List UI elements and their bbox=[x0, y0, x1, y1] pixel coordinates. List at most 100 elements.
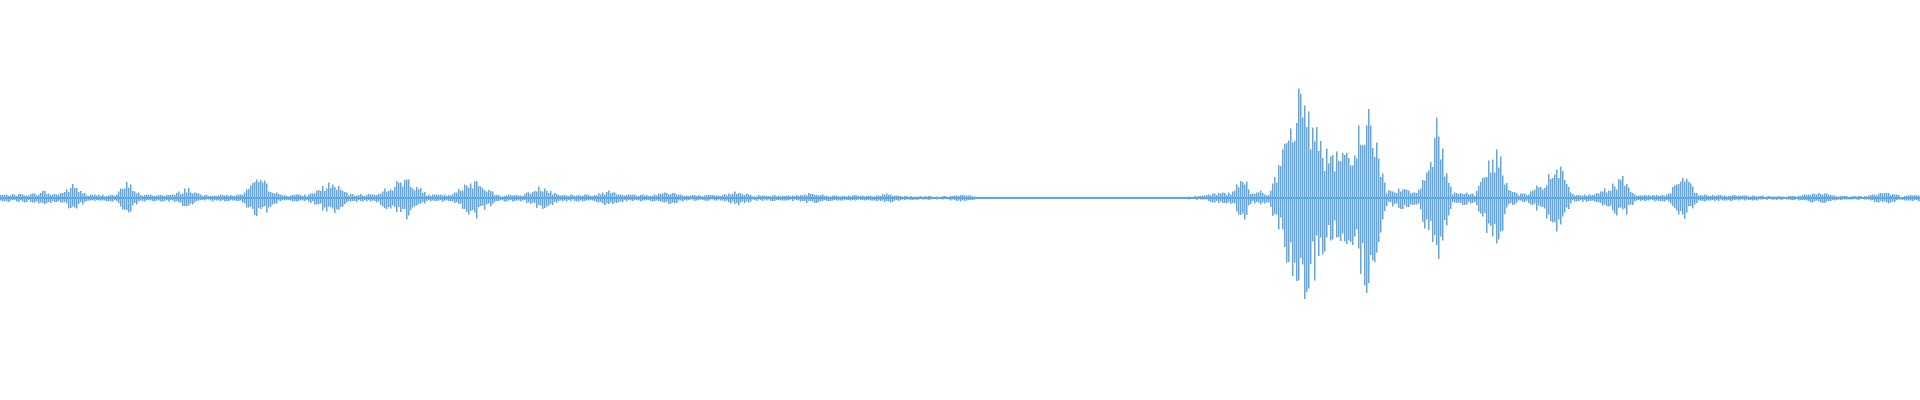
waveform-bar bbox=[488, 190, 490, 204]
waveform-bar bbox=[658, 193, 660, 202]
waveform-bar bbox=[836, 195, 838, 201]
waveform-bar bbox=[210, 196, 212, 201]
waveform-bar bbox=[1314, 141, 1316, 281]
waveform-bar bbox=[518, 195, 520, 201]
waveform-bar bbox=[1826, 193, 1828, 202]
waveform-bar bbox=[1256, 192, 1258, 203]
waveform-bar bbox=[1456, 192, 1458, 203]
waveform-bar bbox=[1868, 195, 1870, 200]
waveform-bar bbox=[120, 188, 122, 207]
waveform-bar bbox=[264, 180, 266, 207]
waveform-bar bbox=[98, 194, 100, 201]
waveform-bar bbox=[1766, 196, 1768, 201]
waveform-bar bbox=[302, 196, 304, 201]
waveform-bar bbox=[1292, 142, 1294, 277]
waveform-bar bbox=[546, 190, 548, 207]
waveform-bar bbox=[1412, 192, 1414, 206]
waveform-bar bbox=[444, 194, 446, 201]
waveform-bar bbox=[304, 194, 306, 201]
waveform-bar bbox=[1348, 158, 1350, 241]
waveform-bar bbox=[412, 188, 414, 208]
waveform-bar bbox=[892, 195, 894, 203]
waveform-bar bbox=[738, 193, 740, 206]
waveform-bar bbox=[928, 196, 930, 200]
waveform-bar bbox=[844, 196, 846, 200]
waveform-bar bbox=[1882, 193, 1884, 203]
waveform-bar bbox=[1248, 189, 1250, 206]
waveform-bar bbox=[318, 189, 320, 205]
waveform-bar bbox=[856, 195, 858, 201]
waveform-bar bbox=[148, 194, 150, 200]
waveform-bar bbox=[244, 192, 246, 204]
waveform-bar bbox=[564, 194, 566, 201]
waveform-bar bbox=[1580, 195, 1582, 201]
waveform-bar bbox=[1480, 182, 1482, 214]
waveform-bar bbox=[106, 196, 108, 202]
waveform-bar bbox=[1384, 182, 1386, 212]
waveform-bar bbox=[706, 195, 708, 201]
waveform-bar bbox=[104, 196, 106, 201]
waveform-bar bbox=[1084, 197, 1086, 199]
waveform-bar bbox=[906, 196, 908, 200]
waveform-bar bbox=[1850, 196, 1852, 200]
waveform-bar bbox=[784, 195, 786, 201]
waveform-bar bbox=[814, 195, 816, 204]
waveform-bar bbox=[790, 196, 792, 200]
waveform-bar bbox=[502, 196, 504, 201]
waveform-bar bbox=[180, 193, 182, 203]
waveform-bar bbox=[1470, 193, 1472, 204]
waveform-bar bbox=[214, 195, 216, 200]
waveform-bar bbox=[676, 194, 678, 203]
waveform-bar bbox=[1296, 123, 1298, 281]
waveform-bar bbox=[1824, 193, 1826, 204]
waveform-bar bbox=[816, 194, 818, 204]
waveform-bar bbox=[1226, 194, 1228, 204]
waveform-bar bbox=[1586, 196, 1588, 202]
waveform-bar bbox=[220, 194, 222, 202]
waveform-bar bbox=[160, 195, 162, 202]
waveform-bar bbox=[8, 196, 10, 202]
waveform-bar bbox=[356, 195, 358, 202]
waveform-bar bbox=[1112, 197, 1114, 199]
waveform-bar bbox=[612, 192, 614, 205]
waveform-bar bbox=[690, 195, 692, 200]
waveform-bar bbox=[306, 196, 308, 201]
waveform-bar bbox=[1066, 197, 1068, 199]
waveform-bar bbox=[1720, 195, 1722, 200]
waveform-bar bbox=[524, 194, 526, 201]
waveform-bar bbox=[1246, 181, 1248, 216]
waveform-bar bbox=[1180, 197, 1182, 199]
waveform-bar bbox=[1538, 187, 1540, 206]
waveform-bar bbox=[1402, 189, 1404, 210]
waveform-bar bbox=[724, 193, 726, 202]
waveform-bar bbox=[1518, 195, 1520, 201]
waveform-bar bbox=[340, 189, 342, 207]
waveform-bar bbox=[1294, 140, 1296, 263]
waveform-bar bbox=[1694, 192, 1696, 205]
waveform-bar bbox=[828, 196, 830, 201]
waveform-bar bbox=[42, 190, 44, 204]
waveform-bar bbox=[1198, 195, 1200, 200]
waveform-bar bbox=[122, 189, 124, 210]
waveform-bar bbox=[500, 196, 502, 200]
waveform-bar bbox=[1418, 190, 1420, 204]
waveform-bar bbox=[930, 196, 932, 200]
waveform-bar bbox=[2, 195, 4, 202]
waveform-bar bbox=[396, 181, 398, 213]
waveform-bar bbox=[1378, 158, 1380, 242]
waveform-bar bbox=[1526, 195, 1528, 201]
waveform-bar bbox=[448, 195, 450, 202]
waveform-bar bbox=[1326, 148, 1328, 238]
waveform-bar bbox=[1594, 194, 1596, 202]
waveform-bar bbox=[1288, 140, 1290, 262]
waveform-bar bbox=[646, 195, 648, 200]
waveform-bar bbox=[342, 190, 344, 207]
waveform-bar bbox=[756, 196, 758, 201]
waveform-bar bbox=[454, 192, 456, 203]
waveform-bar bbox=[808, 192, 810, 201]
waveform-bar bbox=[702, 196, 704, 200]
waveform-bar bbox=[1754, 196, 1756, 200]
waveform-bar bbox=[294, 195, 296, 201]
waveform-bar bbox=[1576, 194, 1578, 202]
waveform-bar bbox=[514, 194, 516, 201]
